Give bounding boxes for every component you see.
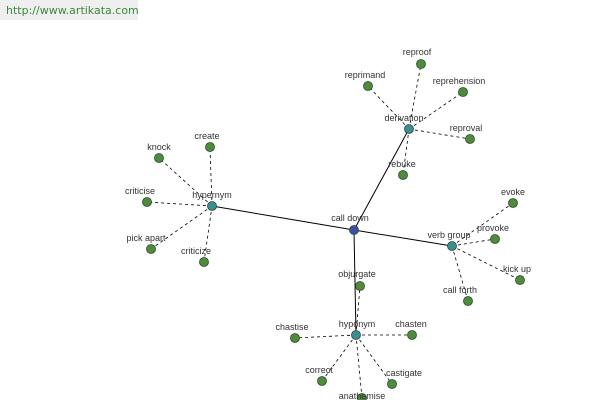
leaf-node-reproof[interactable]: reproof <box>403 47 432 69</box>
leaf-node-kick-up-label: kick up <box>503 264 531 274</box>
spoke-provoke <box>451 238 496 247</box>
leaf-node-reprehension-dot[interactable] <box>458 87 468 97</box>
leaf-node-reprehension[interactable]: reprehension <box>433 76 486 97</box>
edge-hypernym-left <box>211 205 355 231</box>
spoke-kick-up <box>451 245 521 281</box>
leaf-node-castigate-dot[interactable] <box>387 379 397 389</box>
edge-hyponym <box>353 229 357 336</box>
leaf-node-kick-up[interactable]: kick up <box>503 264 531 285</box>
leaf-node-criticise-label: criticise <box>125 186 155 196</box>
leaf-node-correct-label: correct <box>305 365 333 375</box>
leaf-node-knock-dot[interactable] <box>154 153 164 163</box>
leaf-node-reprimand-label: reprimand <box>345 70 386 80</box>
leaf-node-pick-apart-dot[interactable] <box>146 244 156 254</box>
leaf-node-rebuke-label: rebuke <box>388 159 416 169</box>
leaf-node-castigate-label: castigate <box>386 368 422 378</box>
center-node-call-down-dot[interactable] <box>349 225 359 235</box>
spoke-reprimand <box>367 85 410 130</box>
leaf-node-objurgate-dot[interactable] <box>355 281 365 291</box>
spoke-reproof <box>408 63 422 130</box>
spoke-evoke <box>451 202 514 247</box>
spoke-reprehension <box>408 91 464 130</box>
leaf-node-correct-dot[interactable] <box>317 376 327 386</box>
leaf-node-reproof-label: reproof <box>403 47 432 57</box>
leaf-node-criticise-dot[interactable] <box>142 197 152 207</box>
spoke-rebuke <box>402 128 410 176</box>
spoke-reproval <box>408 128 471 140</box>
hub-node-hyponym-label: hyponym <box>339 319 376 329</box>
hub-node-hypernym-left-label: hypernym <box>192 190 232 200</box>
leaf-node-evoke-label: evoke <box>501 187 525 197</box>
hub-node-hyponym[interactable]: hyponym <box>339 319 376 340</box>
leaf-node-anathemise-dot[interactable] <box>357 393 367 400</box>
center-node-call-down-label: call down <box>331 213 369 223</box>
spoke-create <box>209 146 213 207</box>
leaf-node-reprehension-label: reprehension <box>433 76 486 86</box>
leaf-node-reproval-label: reproval <box>450 123 483 133</box>
leaf-node-chastise-dot[interactable] <box>290 333 300 343</box>
leaf-node-provoke-label: provoke <box>477 223 509 233</box>
hub-node-derivation-label: derivation <box>384 113 423 123</box>
edge-verb-group <box>353 229 453 247</box>
leaf-node-castigate[interactable]: castigate <box>386 368 422 389</box>
leaf-node-call-forth-label: call forth <box>443 285 477 295</box>
leaf-node-criticize-label: criticize <box>181 246 211 256</box>
leaf-node-chastise-label: chastise <box>275 322 308 332</box>
leaf-node-objurgate[interactable]: objurgate <box>338 269 376 291</box>
leaf-node-criticize-dot[interactable] <box>199 257 209 267</box>
hub-node-verb-group[interactable]: verb group <box>427 230 471 251</box>
hub-node-hypernym-left[interactable]: hypernym <box>192 190 232 211</box>
site-url[interactable]: http://www.artikata.com <box>6 4 139 17</box>
hub-node-derivation-dot[interactable] <box>404 124 414 134</box>
leaf-node-evoke[interactable]: evoke <box>501 187 525 208</box>
leaf-node-knock[interactable]: knock <box>147 142 171 163</box>
spoke-anathemise <box>355 334 363 399</box>
leaf-node-objurgate-label: objurgate <box>338 269 376 279</box>
leaf-node-chasten[interactable]: chasten <box>395 319 427 340</box>
leaf-node-criticize[interactable]: criticize <box>181 246 211 267</box>
leaf-node-create[interactable]: create <box>194 131 220 152</box>
leaf-node-provoke-dot[interactable] <box>490 234 500 244</box>
spoke-pick-apart <box>150 205 213 250</box>
leaf-node-create-dot[interactable] <box>205 142 215 152</box>
leaf-node-call-forth[interactable]: call forth <box>443 285 477 306</box>
spoke-chastise <box>294 334 357 339</box>
leaf-node-pick-apart[interactable]: pick apart <box>126 233 166 254</box>
leaf-node-criticise[interactable]: criticise <box>125 186 155 207</box>
leaf-node-call-forth-dot[interactable] <box>463 296 473 306</box>
leaf-node-knock-label: knock <box>147 142 171 152</box>
leaf-node-reprimand[interactable]: reprimand <box>345 70 386 91</box>
leaf-node-kick-up-dot[interactable] <box>515 275 525 285</box>
leaf-node-reproval-dot[interactable] <box>465 134 475 144</box>
hub-node-verb-group-dot[interactable] <box>447 241 457 251</box>
hub-node-hyponym-dot[interactable] <box>351 330 361 340</box>
leaf-node-reprimand-dot[interactable] <box>363 81 373 91</box>
leaf-node-anathemise[interactable]: anathemise <box>339 391 386 400</box>
leaf-node-correct[interactable]: correct <box>305 365 333 386</box>
leaf-node-pick-apart-label: pick apart <box>126 233 166 243</box>
graph-edges <box>146 63 521 399</box>
hub-node-hypernym-left-dot[interactable] <box>207 201 217 211</box>
spoke-criticise <box>146 201 213 207</box>
leaf-node-create-label: create <box>194 131 219 141</box>
graph-nodes: call down derivation reprimand reproof repre… <box>125 47 531 400</box>
edge-derivation <box>353 128 410 231</box>
leaf-node-rebuke-dot[interactable] <box>398 170 408 180</box>
leaf-node-chastise[interactable]: chastise <box>275 322 309 343</box>
leaf-node-rebuke[interactable]: rebuke <box>388 159 416 180</box>
leaf-node-chasten-label: chasten <box>395 319 427 329</box>
leaf-node-anathemise-label: anathemise <box>339 391 386 400</box>
hub-node-verb-group-label: verb group <box>427 230 470 240</box>
leaf-node-reproof-dot[interactable] <box>416 59 426 69</box>
center-node-call-down[interactable]: call down <box>331 213 369 235</box>
leaf-node-chasten-dot[interactable] <box>407 330 417 340</box>
spoke-castigate <box>355 334 393 385</box>
hub-node-derivation[interactable]: derivation <box>384 113 424 134</box>
leaf-node-evoke-dot[interactable] <box>508 198 518 208</box>
spoke-objurgate <box>355 285 361 336</box>
site-url-bar: http://www.artikata.com <box>0 0 139 20</box>
leaf-node-reproval[interactable]: reproval <box>450 123 483 144</box>
leaf-node-provoke[interactable]: provoke <box>477 223 509 244</box>
